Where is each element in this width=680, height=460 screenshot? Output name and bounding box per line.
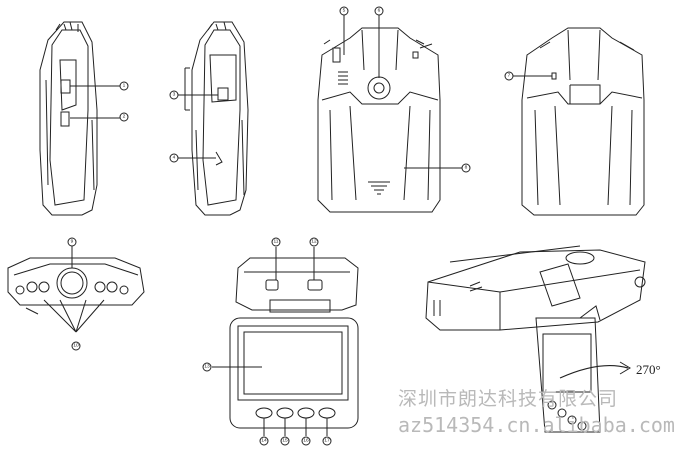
- callout-label-1: 1: [123, 83, 126, 89]
- callout-3: [169, 90, 179, 100]
- callout-label-9: 9: [71, 239, 74, 245]
- callout-17: [322, 436, 332, 446]
- callout-11: [271, 237, 281, 247]
- rotation-label: 270°: [636, 362, 661, 377]
- side-view-left: [39, 21, 120, 216]
- callout-1: [119, 81, 129, 91]
- side-view-right: [178, 21, 249, 216]
- callout-15: [280, 436, 290, 446]
- callout-8: [461, 163, 471, 173]
- callout-label-11: 11: [274, 239, 279, 245]
- callout-4: [169, 153, 179, 163]
- callout-label-13: 13: [204, 364, 210, 370]
- callout-label-17: 17: [324, 438, 330, 444]
- callout-label-12: 12: [311, 239, 317, 245]
- watermark-url: az514354.cn.alibaba.com: [398, 413, 675, 437]
- callout-7: [504, 71, 514, 81]
- watermark-company: 深圳市朗达科技有限公司: [398, 388, 619, 410]
- callout-9: [67, 237, 77, 247]
- callout-6: [374, 6, 384, 16]
- callout-2: [119, 112, 129, 122]
- callout-label-4: 4: [173, 155, 176, 161]
- callout-label-6: 6: [378, 8, 381, 14]
- callout-label-16: 16: [303, 438, 309, 444]
- perspective-view: [425, 245, 646, 433]
- callout-label-5: 5: [343, 8, 346, 14]
- callout-14: [259, 436, 269, 446]
- callout-label-7: 7: [508, 73, 511, 79]
- callout-12: [309, 237, 319, 247]
- callout-16: [301, 436, 311, 446]
- callout-13: [202, 362, 212, 372]
- callout-label-3: 3: [173, 92, 176, 98]
- callout-5: [339, 6, 349, 16]
- back-view-variant: [513, 27, 645, 216]
- back-view: [317, 15, 462, 213]
- callout-label-10: 10: [73, 343, 79, 349]
- front-view-screen: [212, 247, 359, 436]
- callout-label-15: 15: [282, 438, 288, 444]
- callout-label-14: 14: [261, 438, 267, 444]
- callout-label-8: 8: [465, 165, 468, 171]
- front-lens-view: [7, 246, 145, 333]
- callout-label-2: 2: [123, 114, 126, 120]
- callout-10: [71, 341, 81, 351]
